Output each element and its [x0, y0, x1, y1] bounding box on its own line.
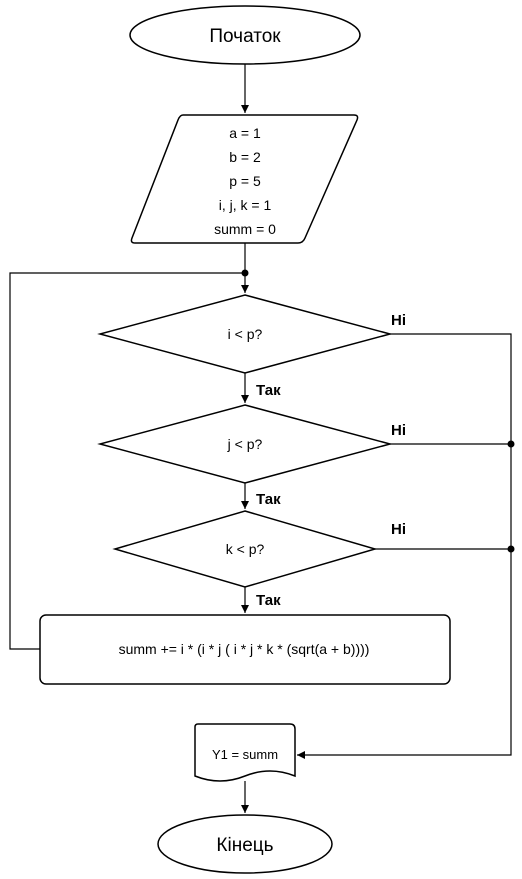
no-junction-dot-k — [507, 545, 515, 553]
decision-i-no-label: Ні — [391, 312, 406, 329]
output-label: Y1 = summ — [212, 747, 278, 762]
output-document — [194, 723, 296, 782]
process-label: summ += i * (i * j ( i * j * k * (sqrt(a… — [119, 641, 370, 657]
input-line-p: p = 5 — [229, 173, 261, 189]
end-label: Кінець — [216, 835, 273, 856]
input-line-ijk: i, j, k = 1 — [219, 197, 272, 213]
process-block — [39, 614, 451, 685]
decision-k-yes-label: Так — [256, 592, 281, 609]
decision-i-yes-label: Так — [256, 382, 281, 399]
decision-k-no-label: Ні — [391, 521, 406, 538]
edge-loop-back — [9, 272, 245, 650]
input-line-b: b = 2 — [229, 149, 261, 165]
decision-j-no-label: Ні — [391, 422, 406, 439]
input-parallelogram — [130, 114, 359, 244]
input-line-a: a = 1 — [229, 125, 261, 141]
edge-no-collector — [297, 333, 512, 759]
input-line-summ: summ = 0 — [214, 221, 276, 237]
decision-j-label: j < p? — [227, 436, 263, 452]
end-terminator — [157, 814, 333, 874]
decision-k-label: k < p? — [226, 541, 265, 557]
start-label: Початок — [209, 26, 281, 47]
no-junction-dot-j — [507, 440, 515, 448]
decision-i-label: i < p? — [228, 326, 263, 342]
decision-j-yes-label: Так — [256, 491, 281, 508]
